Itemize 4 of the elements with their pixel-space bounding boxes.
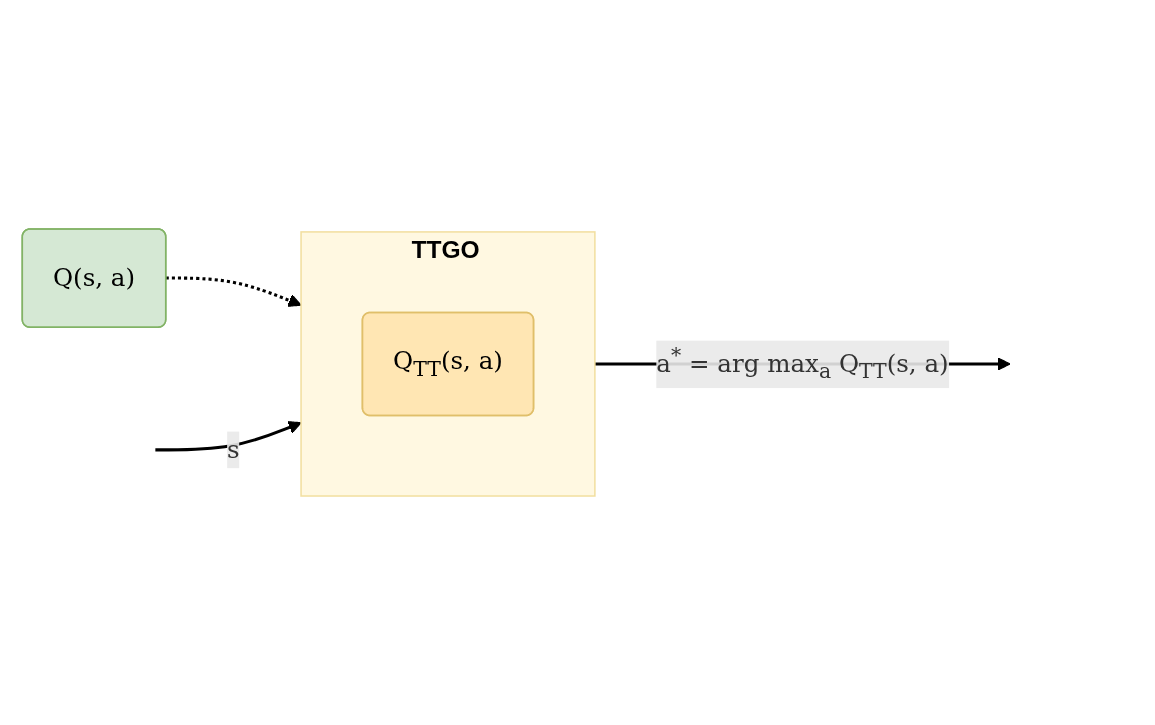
edge-label: a$^{*}$ = arg max$_{a}$ Q$_{TT}$(s, a) (656, 343, 949, 383)
edge-label: s (227, 434, 240, 464)
arrow (155, 421, 302, 452)
arrow (165, 276, 302, 307)
